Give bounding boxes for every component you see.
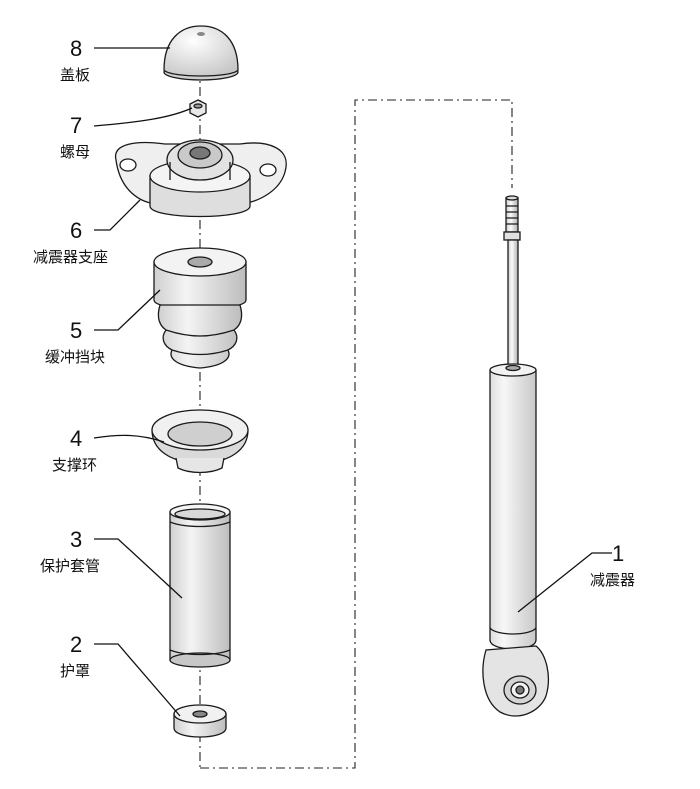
callout-6: 6 减震器支座 — [33, 218, 108, 266]
callout-4-number: 4 — [70, 426, 82, 451]
callout-3-label: 保护套管 — [40, 557, 100, 575]
callout-3-number: 3 — [70, 527, 82, 552]
part-4-support-ring — [151, 409, 249, 474]
callout-5-label: 缓冲挡块 — [45, 348, 105, 366]
part-8-cover-cap — [163, 25, 239, 81]
leader-2 — [94, 643, 181, 717]
callout-2-number: 2 — [70, 632, 82, 657]
part-2-dust-cover — [173, 704, 227, 738]
part-6-strut-mount — [114, 139, 287, 218]
callout-2: 2 护罩 — [60, 632, 90, 680]
part-1-shock-absorber — [482, 195, 550, 717]
callout-5: 5 缓冲挡块 — [45, 318, 105, 366]
callout-1-label: 减震器 — [590, 571, 635, 589]
callout-4-label: 支撑环 — [52, 456, 97, 474]
leader-1 — [517, 552, 612, 613]
part-5-bump-stop — [153, 247, 247, 369]
callout-8: 8 盖板 — [60, 36, 90, 84]
leader-5 — [94, 289, 161, 331]
callout-7-label: 螺母 — [60, 143, 90, 161]
callout-1-number: 1 — [612, 541, 624, 566]
leader-lines — [93, 47, 612, 717]
callout-8-label: 盖板 — [60, 66, 90, 84]
callout-4: 4 支撑环 — [52, 426, 97, 474]
leader-6 — [94, 199, 141, 231]
part-3-protective-sleeve — [169, 503, 231, 668]
leader-7 — [93, 107, 193, 127]
callout-7: 7 螺母 — [60, 113, 90, 161]
callout-7-number: 7 — [70, 113, 82, 138]
leader-3 — [94, 538, 183, 599]
callout-6-number: 6 — [70, 218, 82, 243]
part-7-nut — [189, 99, 207, 118]
callout-6-label: 减震器支座 — [33, 248, 108, 266]
callout-1: 1 减震器 — [590, 541, 635, 589]
callout-3: 3 保护套管 — [40, 527, 100, 575]
callout-2-label: 护罩 — [60, 662, 90, 680]
callout-8-number: 8 — [70, 36, 82, 61]
assembly-axis — [199, 30, 513, 769]
callout-5-number: 5 — [70, 318, 82, 343]
leader-4 — [93, 434, 165, 443]
